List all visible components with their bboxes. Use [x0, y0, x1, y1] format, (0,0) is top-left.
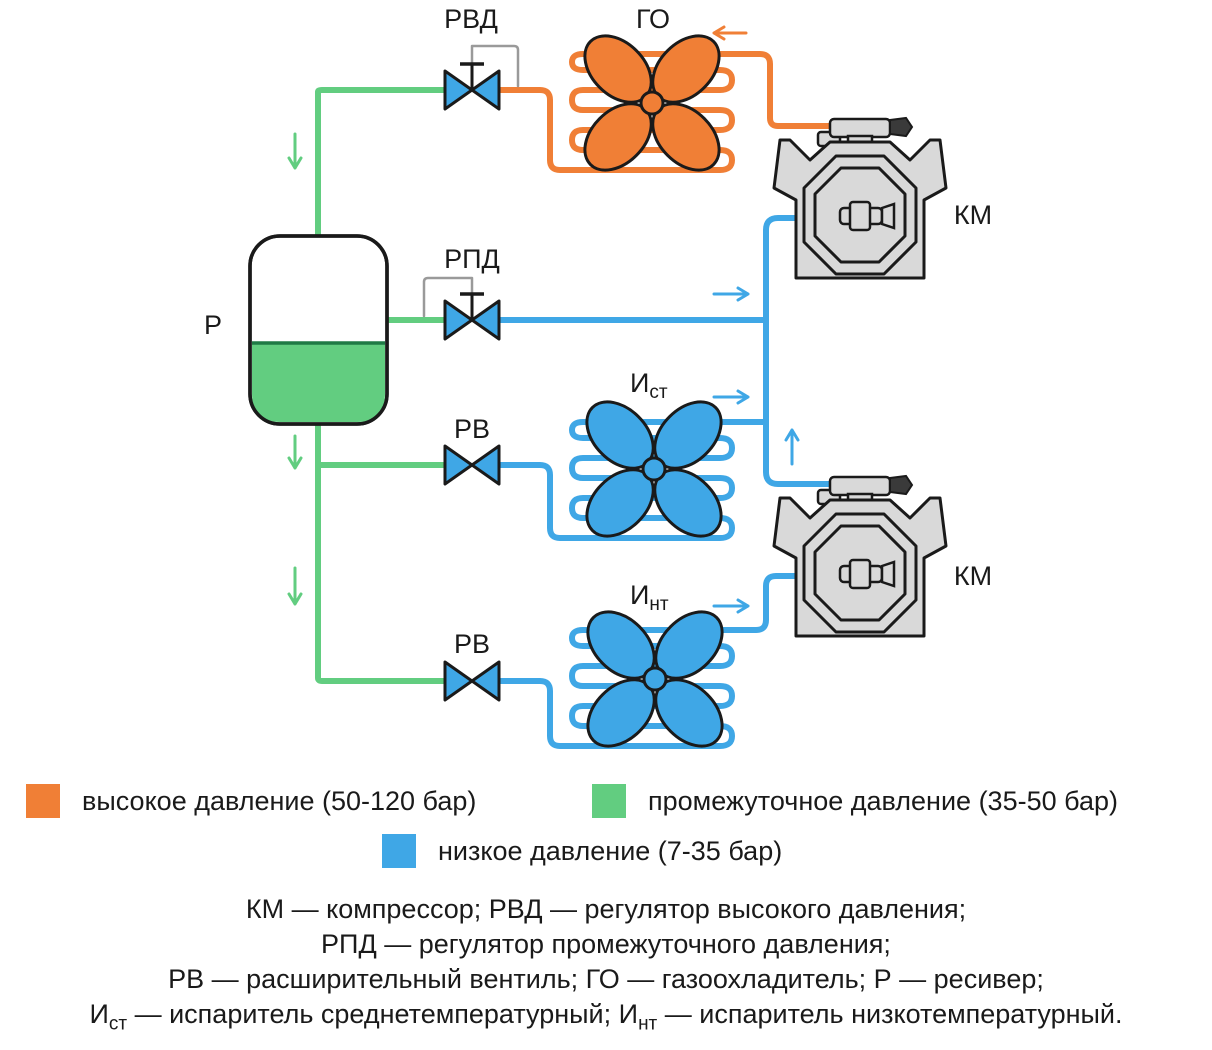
valve-rpd [443, 292, 501, 341]
legend-text-mid: промежуточное давление (35-50 бар) [648, 785, 1118, 816]
compressor-1 [772, 116, 948, 280]
legend-swatch-low [382, 834, 416, 868]
arrow-up-icon [784, 428, 800, 466]
note-line-3: РВ — расширительный вентиль; ГО — газоох… [168, 964, 1044, 994]
label-ist-main: И [630, 368, 649, 398]
valve-rv1 [443, 444, 501, 486]
label-km-2: КМ [954, 561, 992, 591]
label-km-1: КМ [954, 200, 992, 230]
note-sym-ist: И [89, 999, 109, 1029]
legend-swatch-mid [592, 784, 626, 818]
label-rv-1: РВ [454, 414, 490, 444]
blue-pipe-ist [497, 419, 769, 541]
fan-ist [572, 387, 736, 551]
arrow-right-icon [712, 389, 750, 405]
fan-int [573, 597, 737, 761]
note-sym-int: И [618, 999, 639, 1029]
label-rv-2: РВ [454, 629, 490, 659]
abbreviation-notes: КМ — компрессор; РВД — регулятор высоког… [0, 892, 1212, 1041]
legend-text-low: низкое давление (7-35 бар) [438, 835, 783, 866]
label-rvd: РВД [444, 4, 498, 34]
note-text-ist: — испаритель среднетемпературный; [127, 999, 619, 1029]
valve-rv2 [443, 660, 501, 702]
arrow-left-icon [712, 25, 748, 41]
fan-go [570, 21, 734, 185]
label-receiver: Р [204, 310, 222, 340]
note-text-int: — испаритель низкотемпературный. [657, 999, 1123, 1029]
note-line-4: Ист — испаритель среднетемпературный; Ин… [0, 997, 1212, 1041]
legend-mid: промежуточное давление (35-50 бар) [592, 784, 1118, 818]
note-sub-ist: ст [108, 1013, 128, 1035]
compressor-2 [772, 474, 948, 638]
label-ist: Ист [630, 368, 668, 403]
label-go: ГО [636, 4, 670, 34]
label-rpd: РПД [444, 244, 500, 274]
legend-text-high: высокое давление (50-120 бар) [82, 785, 477, 816]
legend-low: низкое давление (7-35 бар) [382, 834, 782, 868]
label-int: Инт [630, 580, 669, 615]
legend-swatch-high [26, 784, 60, 818]
rpd-pilot-line [422, 276, 474, 318]
green-pipe-main [315, 87, 448, 239]
rvd-pilot-line [470, 44, 520, 88]
blue-pipe-collector [763, 215, 843, 487]
arrow-right-icon [712, 598, 750, 614]
note-line-1: КМ — компрессор; РВД — регулятор высоког… [245, 894, 967, 924]
arrow-right-icon [712, 286, 750, 302]
receiver-tank [248, 234, 389, 426]
label-int-main: И [630, 580, 649, 610]
arrow-down-icon [287, 132, 303, 170]
label-ist-sub: ст [649, 382, 668, 403]
valve-rvd [443, 62, 501, 111]
arrow-down-icon [287, 566, 303, 606]
note-line-2: РПД — регулятор промежуточного давления; [321, 929, 891, 959]
note-sub-int: нт [638, 1013, 658, 1035]
green-pipe-lower [315, 421, 448, 684]
legend-high: высокое давление (50-120 бар) [26, 784, 476, 818]
arrow-down-icon [287, 434, 303, 470]
label-int-sub: нт [649, 594, 668, 615]
